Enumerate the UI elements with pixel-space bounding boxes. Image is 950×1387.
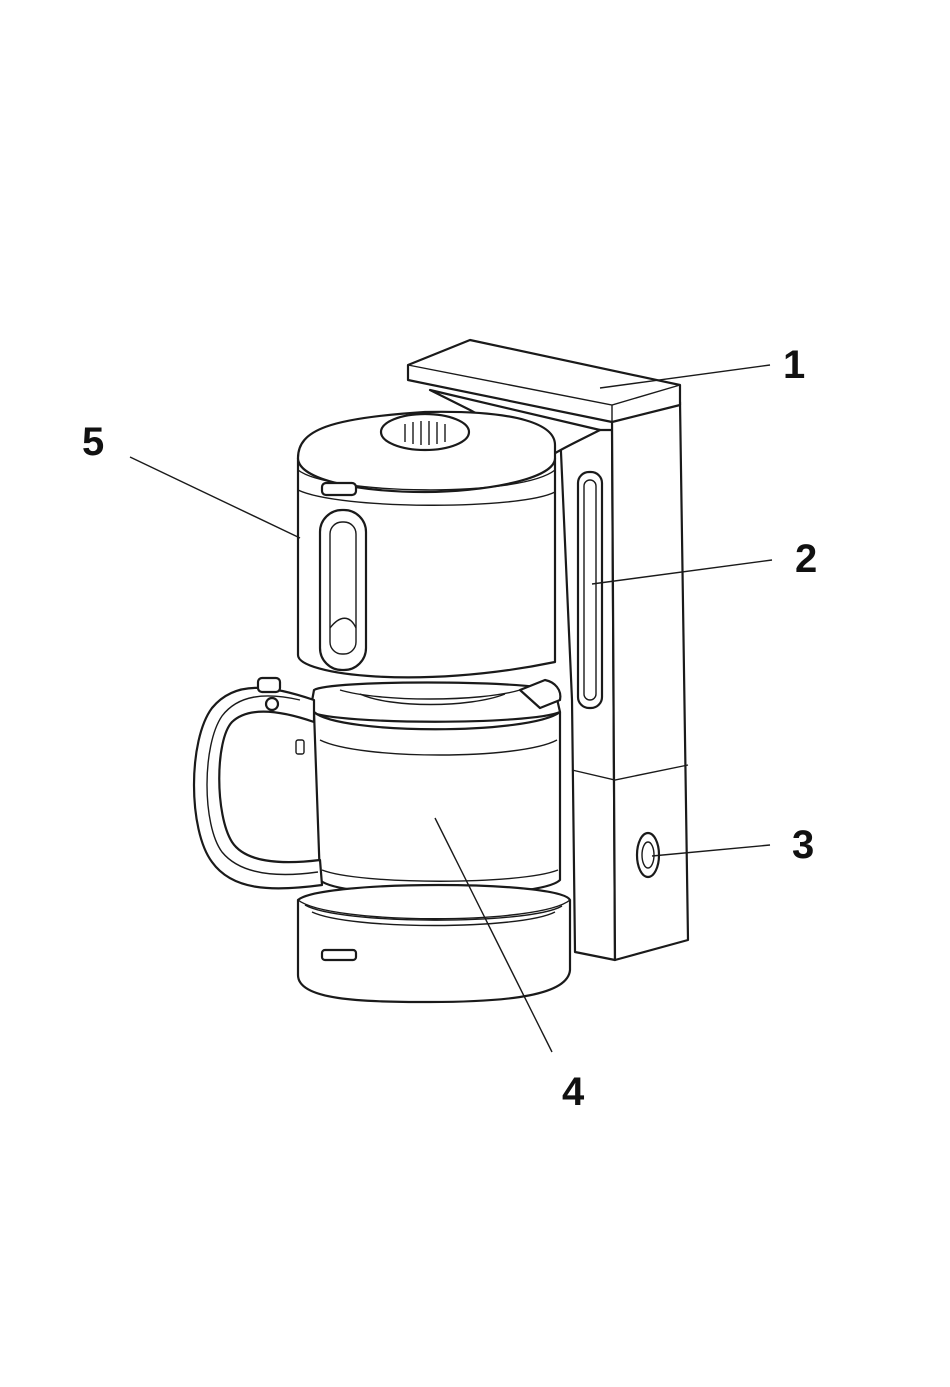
callout-label-2: 2 bbox=[795, 537, 817, 581]
filter-basket bbox=[298, 412, 555, 678]
top-lid bbox=[408, 340, 680, 422]
callout-label-3: 3 bbox=[792, 823, 814, 867]
leader-line-5 bbox=[130, 457, 300, 538]
callout-label-4: 4 bbox=[562, 1070, 585, 1114]
callout-label-1: 1 bbox=[783, 343, 805, 387]
glass-carafe bbox=[194, 678, 560, 895]
callout-label-5: 5 bbox=[82, 420, 104, 464]
warming-base bbox=[298, 885, 570, 1002]
water-level-window bbox=[578, 472, 602, 708]
